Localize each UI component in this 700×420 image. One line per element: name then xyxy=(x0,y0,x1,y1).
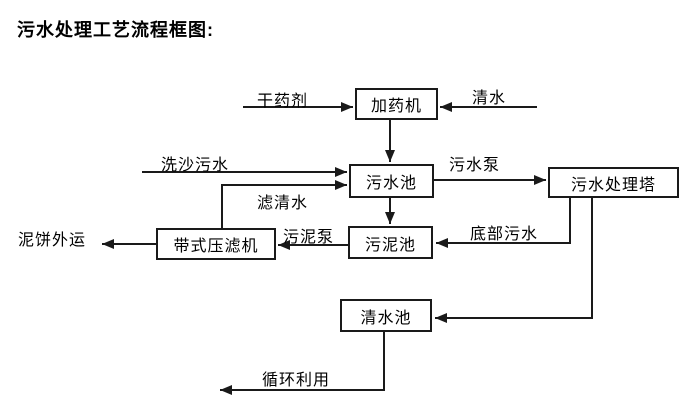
node-sewage-pool-label: 污水池 xyxy=(365,175,417,192)
edge-label-bottom-sewage: 底部污水 xyxy=(470,226,539,243)
edge-label-mud-cake-out: 泥饼外运 xyxy=(18,232,87,249)
node-treatment-tower: 污水处理塔 xyxy=(548,167,679,198)
node-dosing-machine-label: 加药机 xyxy=(370,98,422,115)
node-clear-water-pool-label: 清水池 xyxy=(360,309,412,327)
edge-label-clear-water: 清水 xyxy=(472,90,507,107)
node-dosing-machine: 加药机 xyxy=(355,88,438,120)
edge-recycle-line xyxy=(220,332,385,395)
node-sewage-pool: 污水池 xyxy=(349,164,434,198)
node-sludge-pool-label: 污泥池 xyxy=(364,236,416,254)
node-sludge-pool: 污泥池 xyxy=(348,226,433,259)
edge-tower-to-clear-pool-line xyxy=(435,198,593,323)
node-belt-filter-press: 带式压滤机 xyxy=(156,228,276,260)
edge-bottom-sewage-line xyxy=(436,198,571,248)
edge-label-sewage-pump: 污水泵 xyxy=(449,157,501,174)
edge-label-sand-washing: 洗沙污水 xyxy=(161,157,230,174)
edge-label-sludge-pump: 污泥泵 xyxy=(283,229,335,246)
diagram-title: 污水处理工艺流程框图: xyxy=(17,20,214,40)
node-belt-filter-press-label: 带式压滤机 xyxy=(173,238,259,255)
edge-label-dry-chemical: 干药剂 xyxy=(257,93,309,110)
edge-filtered-water-line xyxy=(221,180,347,228)
node-clear-water-pool: 清水池 xyxy=(340,299,432,332)
node-treatment-tower-label: 污水处理塔 xyxy=(570,176,656,194)
edge-label-filtered-water: 滤清水 xyxy=(257,195,309,212)
edge-label-recycle: 循环利用 xyxy=(262,372,331,389)
